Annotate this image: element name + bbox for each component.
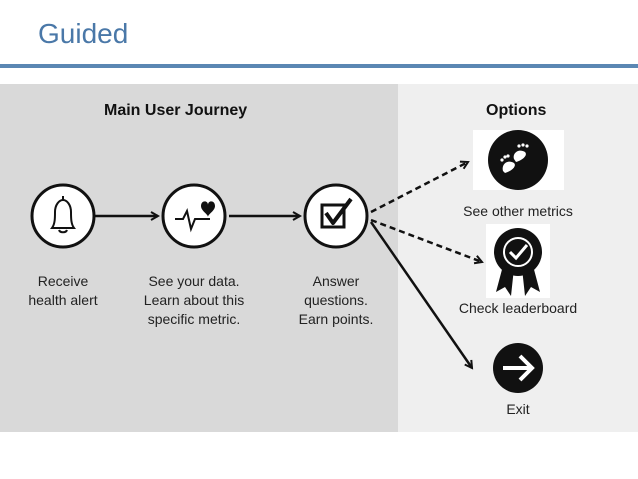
connector-to-check-leaderboard: [370, 218, 482, 262]
step-answer-questions-label: Answer questions. Earn points.: [298, 273, 374, 327]
connector-to-exit: [369, 221, 472, 368]
see-other-metrics-label: See other metrics: [463, 203, 573, 219]
step-receive-alert-label: Receive health alert: [28, 273, 98, 308]
main-journey-panel: [0, 84, 398, 432]
award-ribbon-icon: [486, 224, 550, 298]
footprints-icon: [473, 130, 564, 190]
connector-to-see-other-metrics: [370, 162, 468, 214]
arrow-right-circle-icon: [493, 343, 543, 393]
bell-icon: [30, 183, 96, 249]
heart-pulse-icon: [161, 183, 227, 249]
step-see-data-label: See your data. Learn about this specific…: [143, 273, 245, 327]
exit-label: Exit: [506, 401, 530, 417]
checkbox-icon: [303, 183, 369, 249]
slide-title: Guided: [38, 18, 129, 49]
check-leaderboard-label: Check leaderboard: [458, 300, 578, 316]
main-journey-heading: Main User Journey: [104, 102, 248, 119]
options-heading: Options: [486, 102, 547, 119]
title-divider: [0, 64, 638, 68]
